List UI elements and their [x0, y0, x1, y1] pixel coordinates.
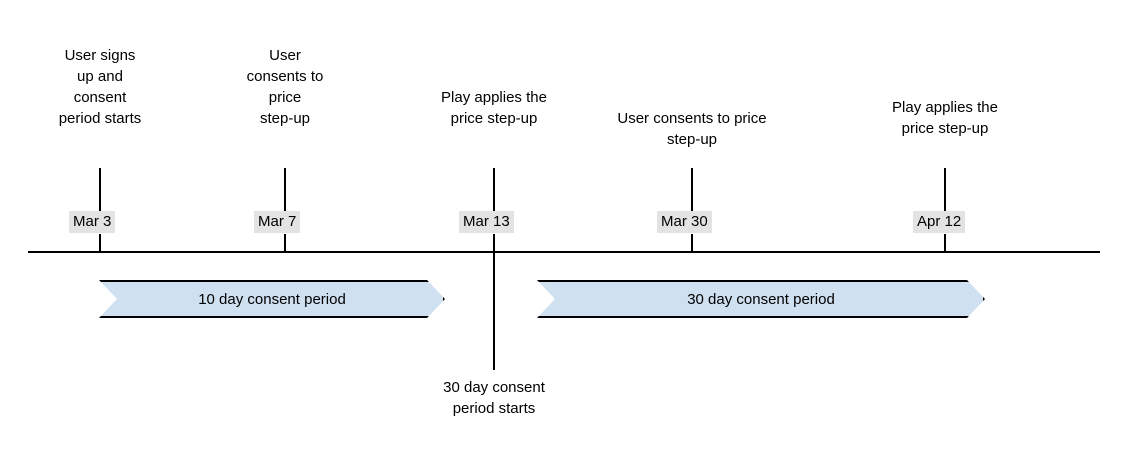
- consent-period-band-30-day: 30 day consent period: [537, 280, 985, 318]
- event-caption-mar-13: Play applies the price step-up: [441, 89, 547, 127]
- tick-line-mar-13: [493, 168, 495, 212]
- tick-line-apr-12-lower: [944, 234, 946, 252]
- tick-line-mar-30: [691, 168, 693, 212]
- tick-line-apr-12: [944, 168, 946, 212]
- timeline-axis: [28, 251, 1100, 253]
- event-caption-apr-12: Play applies the price step-up: [892, 99, 998, 137]
- date-label-mar-7: Mar 7: [254, 211, 301, 233]
- consent-period-label-30-day: 30 day consent period: [687, 290, 835, 308]
- tick-line-mar-13-descender: [493, 234, 495, 370]
- consent-period-band-10-day: 10 day consent period: [99, 280, 445, 318]
- event-caption-mar-30: User consents to price step-up: [617, 110, 767, 148]
- tick-line-mar-7: [284, 168, 286, 212]
- event-caption-mar-7: User consents to price step-up: [246, 47, 324, 127]
- date-label-apr-12: Apr 12: [913, 211, 966, 233]
- annotation-30-day-consent-period-starts: 30 day consent period starts: [443, 379, 545, 417]
- date-label-mar-30: Mar 30: [657, 211, 712, 233]
- date-label-mar-3: Mar 3: [69, 211, 116, 233]
- event-caption-mar-3: User signs up and consent period starts: [58, 47, 142, 127]
- consent-period-label-10-day: 10 day consent period: [198, 290, 346, 308]
- tick-line-mar-7-lower: [284, 234, 286, 252]
- date-label-mar-13: Mar 13: [459, 211, 514, 233]
- tick-line-mar-30-lower: [691, 234, 693, 252]
- tick-line-mar-3-lower: [99, 234, 101, 252]
- tick-line-mar-3: [99, 168, 101, 212]
